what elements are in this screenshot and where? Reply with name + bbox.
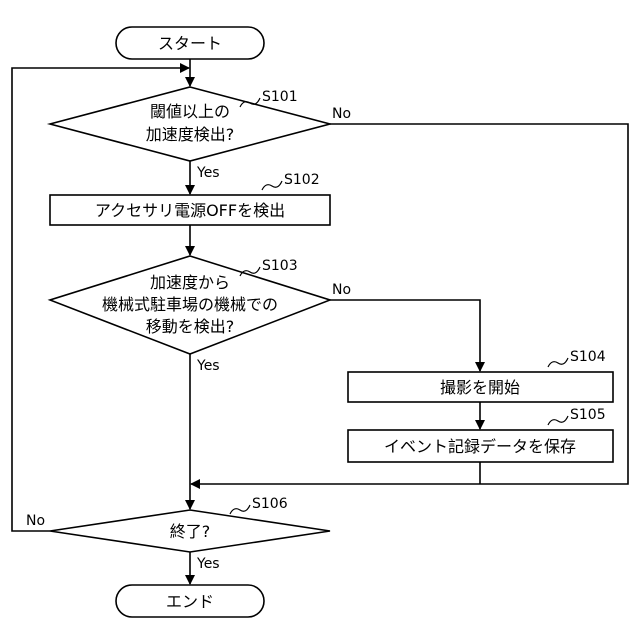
arrow-s103-no-to-s104 xyxy=(330,300,480,371)
s103-no-label: No xyxy=(332,282,351,298)
s103-text-line3: 移動を検出? xyxy=(146,317,235,336)
s101-yes-label: Yes xyxy=(196,165,220,181)
s103-step-label: S103 xyxy=(262,258,298,274)
s106-label: 終了? xyxy=(170,522,211,541)
s101-text-line2: 加速度検出? xyxy=(146,125,235,144)
s104-step-label: S104 xyxy=(570,349,606,365)
end-label: エンド xyxy=(166,592,214,611)
s105-step-label: S105 xyxy=(570,407,606,423)
start-label: スタート xyxy=(158,34,222,53)
s102-leader xyxy=(262,181,282,190)
s101-step-label: S101 xyxy=(262,89,298,105)
s103-yes-label: Yes xyxy=(196,358,220,374)
s105-label: イベント記録データを保存 xyxy=(384,437,576,456)
s105-leader xyxy=(548,416,568,425)
s101-no-label: No xyxy=(332,106,351,122)
s101-text-line1: 閾値以上の xyxy=(150,102,230,121)
s103-text-line2: 機械式駐車場の機械での xyxy=(102,295,278,314)
s103-text-line1: 加速度から xyxy=(150,273,230,292)
s104-label: 撮影を開始 xyxy=(440,378,520,397)
s102-step-label: S102 xyxy=(284,172,320,188)
s102-label: アクセサリ電源OFFを検出 xyxy=(95,201,285,220)
s104-leader xyxy=(548,358,568,367)
s106-leader xyxy=(230,505,250,514)
s106-yes-label: Yes xyxy=(196,556,220,572)
s106-step-label: S106 xyxy=(252,496,288,512)
s106-no-label: No xyxy=(26,513,45,529)
